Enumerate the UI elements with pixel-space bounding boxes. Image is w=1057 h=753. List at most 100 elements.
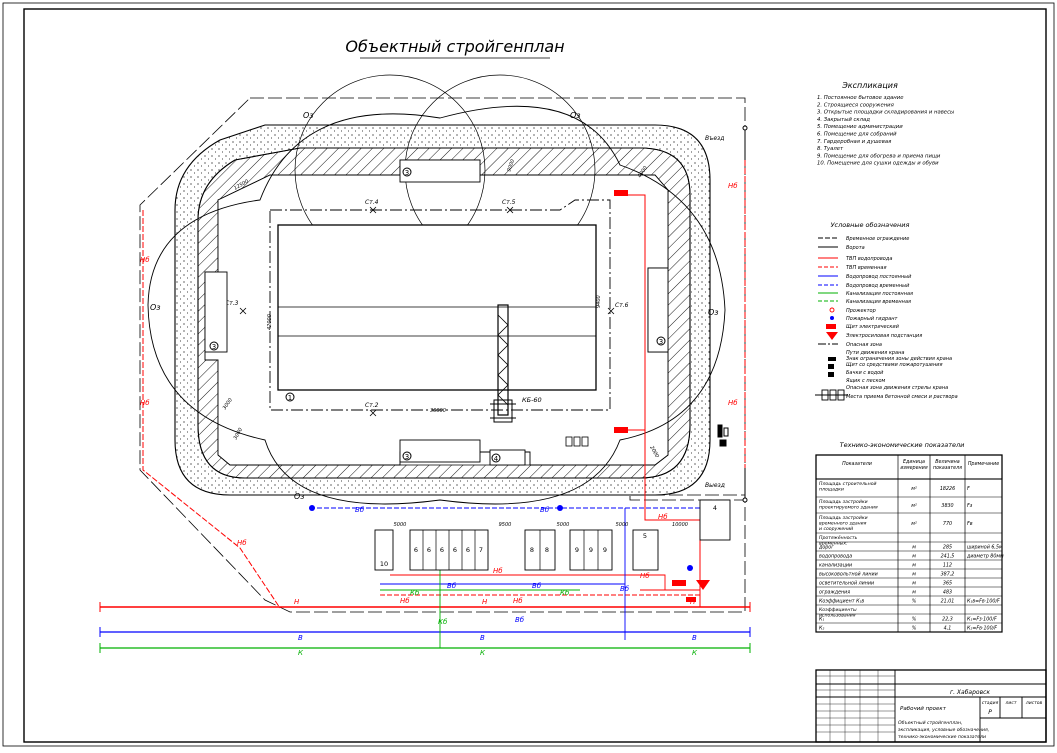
legend-item: Места приема бетонной смеси и раствора bbox=[846, 394, 958, 400]
exit-label: Выезд bbox=[705, 482, 725, 489]
tea-cell: площадки bbox=[819, 488, 844, 493]
svg-text:4: 4 bbox=[494, 455, 499, 463]
tea-cell: диаметр 80мм bbox=[966, 554, 1004, 560]
svg-text:6: 6 bbox=[466, 546, 470, 554]
legend-item: Канализация временная bbox=[846, 299, 911, 305]
tea-cell: % bbox=[912, 617, 917, 623]
power-supply-lines bbox=[100, 160, 750, 609]
tea-cell: 365 bbox=[943, 581, 952, 587]
svg-text:Нб: Нб bbox=[728, 182, 738, 190]
svg-text:3000: 3000 bbox=[233, 427, 245, 441]
explication-item: 7. Гардеробная и душевая bbox=[817, 139, 892, 145]
tea-cell: 4,1 bbox=[944, 626, 952, 632]
svg-text:Нб: Нб bbox=[728, 399, 738, 407]
svg-text:Вб: Вб bbox=[515, 616, 525, 624]
tea-cell: временного здания bbox=[819, 522, 867, 527]
tea-cell: Коэффициенты bbox=[819, 607, 857, 613]
network-labels: Нб Нб Нб Нб Нб Нб Нб Нб Нб Нб Вб Вб Вб В… bbox=[140, 182, 738, 657]
concrete-receiving-bays bbox=[565, 436, 589, 447]
tea-cell: 3830 bbox=[941, 503, 953, 509]
legend-symbols bbox=[815, 237, 848, 401]
tea-cell: осветительной линии bbox=[819, 581, 874, 587]
svg-text:Ст.2: Ст.2 bbox=[365, 402, 379, 409]
tea-cell: Площадь строительной bbox=[819, 481, 877, 487]
storage-buildings bbox=[204, 159, 669, 466]
stamp-desc-2: экспликация, условные обозначения, bbox=[898, 727, 989, 733]
legend-item: Канализация постоянная bbox=[846, 291, 913, 297]
tea-cell: временных: bbox=[819, 542, 848, 547]
legend-item: Щит со средствами пожаротушения bbox=[846, 362, 943, 368]
tea-cell: м² bbox=[911, 487, 917, 492]
svg-text:8: 8 bbox=[530, 546, 534, 554]
legend-item: Бачки с водой bbox=[846, 370, 884, 376]
svg-text:5: 5 bbox=[643, 532, 647, 540]
tea-header-cell: Величина bbox=[935, 459, 960, 465]
explication-item: 5. Помещение администрации bbox=[817, 124, 903, 130]
tower-crane bbox=[490, 304, 516, 423]
tea-cell: Fз bbox=[967, 503, 973, 509]
entry-label: Въезд bbox=[705, 135, 724, 142]
svg-text:В: В bbox=[692, 634, 697, 642]
tea-cell: Протяжённость bbox=[819, 535, 858, 541]
explication-item: 4. Закрытый склад bbox=[817, 117, 870, 123]
svg-text:5000: 5000 bbox=[616, 522, 629, 528]
svg-text:3: 3 bbox=[405, 453, 409, 461]
tea-cell: К₂ bbox=[819, 626, 824, 632]
tea-cell: м bbox=[912, 546, 916, 551]
tea-cell: К₁=Fз·100/F bbox=[967, 617, 997, 623]
title-block-rows bbox=[816, 670, 895, 742]
svg-text:Ст.4: Ст.4 bbox=[365, 199, 379, 206]
plan-title: Объектный стройгенплан bbox=[345, 37, 564, 56]
temporary-buildings bbox=[374, 499, 731, 571]
svg-text:Кб: Кб bbox=[438, 618, 448, 626]
tea-cell: проектируемого здания bbox=[819, 506, 878, 511]
tea-cell: м bbox=[912, 591, 916, 596]
water-network bbox=[380, 574, 700, 596]
tea-cell: м bbox=[912, 555, 916, 560]
building-outline bbox=[277, 224, 597, 391]
legend-item: ТВП водопровода bbox=[846, 256, 892, 262]
station-crosses bbox=[239, 206, 615, 417]
tea-cell: ограждения bbox=[819, 591, 850, 596]
stamp-city: г. Хабаровск bbox=[950, 689, 990, 696]
legend-item: Прожектор bbox=[846, 308, 876, 314]
sewer-network bbox=[100, 507, 750, 640]
legend-item: Ворота bbox=[846, 245, 865, 251]
tea-frame bbox=[815, 454, 1003, 633]
svg-text:3: 3 bbox=[405, 169, 409, 177]
tea-cell: % bbox=[912, 626, 917, 632]
legend-item: Временное ограждение bbox=[846, 236, 909, 242]
legend-item: Щит электрический bbox=[846, 324, 900, 330]
svg-text:Вб: Вб bbox=[355, 506, 365, 514]
svg-text:36000: 36000 bbox=[430, 408, 446, 414]
tea-cell: 241,5 bbox=[941, 554, 955, 560]
svg-text:6: 6 bbox=[453, 546, 457, 554]
svg-text:Оз: Оз bbox=[150, 303, 161, 312]
hydrants bbox=[309, 505, 693, 571]
explication-item: 10. Помещение для сушки одежды и обуви bbox=[817, 161, 939, 167]
svg-text:Вб: Вб bbox=[447, 582, 457, 590]
svg-text:Оз: Оз bbox=[294, 492, 305, 501]
svg-text:Н: Н bbox=[294, 598, 300, 606]
svg-text:В: В bbox=[298, 634, 303, 642]
tea-cell: 112 bbox=[943, 563, 952, 569]
svg-text:В: В bbox=[480, 634, 485, 642]
svg-text:9000: 9000 bbox=[506, 159, 516, 173]
svg-text:9: 9 bbox=[589, 546, 593, 554]
stamp-col-sheets: листов bbox=[1025, 701, 1043, 706]
svg-text:Нб: Нб bbox=[140, 256, 150, 264]
svg-text:4: 4 bbox=[713, 504, 717, 512]
svg-text:9400: 9400 bbox=[596, 295, 602, 308]
tea-cell: высоковольтной линии bbox=[819, 572, 878, 578]
svg-text:Кб: Кб bbox=[410, 589, 420, 597]
tea-cell: Коэффициент К₁в bbox=[819, 599, 864, 605]
svg-text:Оз: Оз bbox=[708, 308, 719, 317]
tea-cell: м bbox=[912, 573, 916, 578]
svg-text:10: 10 bbox=[380, 560, 388, 568]
tea-cell: м² bbox=[911, 504, 917, 509]
tea-header-cell: Единица bbox=[903, 459, 925, 465]
legend-item: Опасная зона bbox=[846, 342, 882, 348]
svg-text:К: К bbox=[480, 649, 486, 657]
